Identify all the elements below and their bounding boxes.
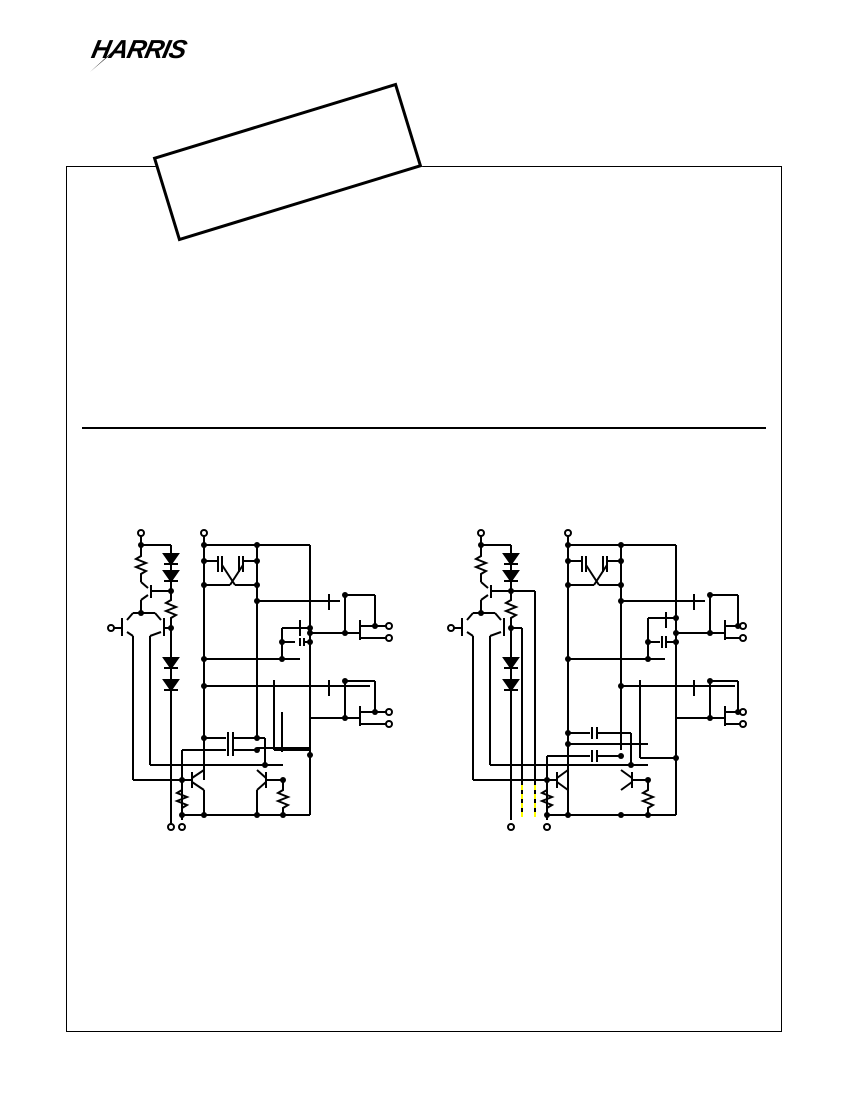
logo-bolt-icon xyxy=(90,48,118,72)
junction-dots xyxy=(478,542,741,818)
content-frame xyxy=(66,166,782,1032)
schematic-right xyxy=(447,529,747,831)
harris-logo: HARRIS xyxy=(88,34,223,74)
highlighted-connections xyxy=(521,785,536,818)
schematic-left xyxy=(107,529,393,831)
junction-dots xyxy=(138,542,378,818)
circuit-wires xyxy=(447,529,747,831)
circuit-wires xyxy=(107,529,393,831)
logo-text: HARRIS xyxy=(88,34,189,64)
horizontal-rule xyxy=(82,427,766,429)
